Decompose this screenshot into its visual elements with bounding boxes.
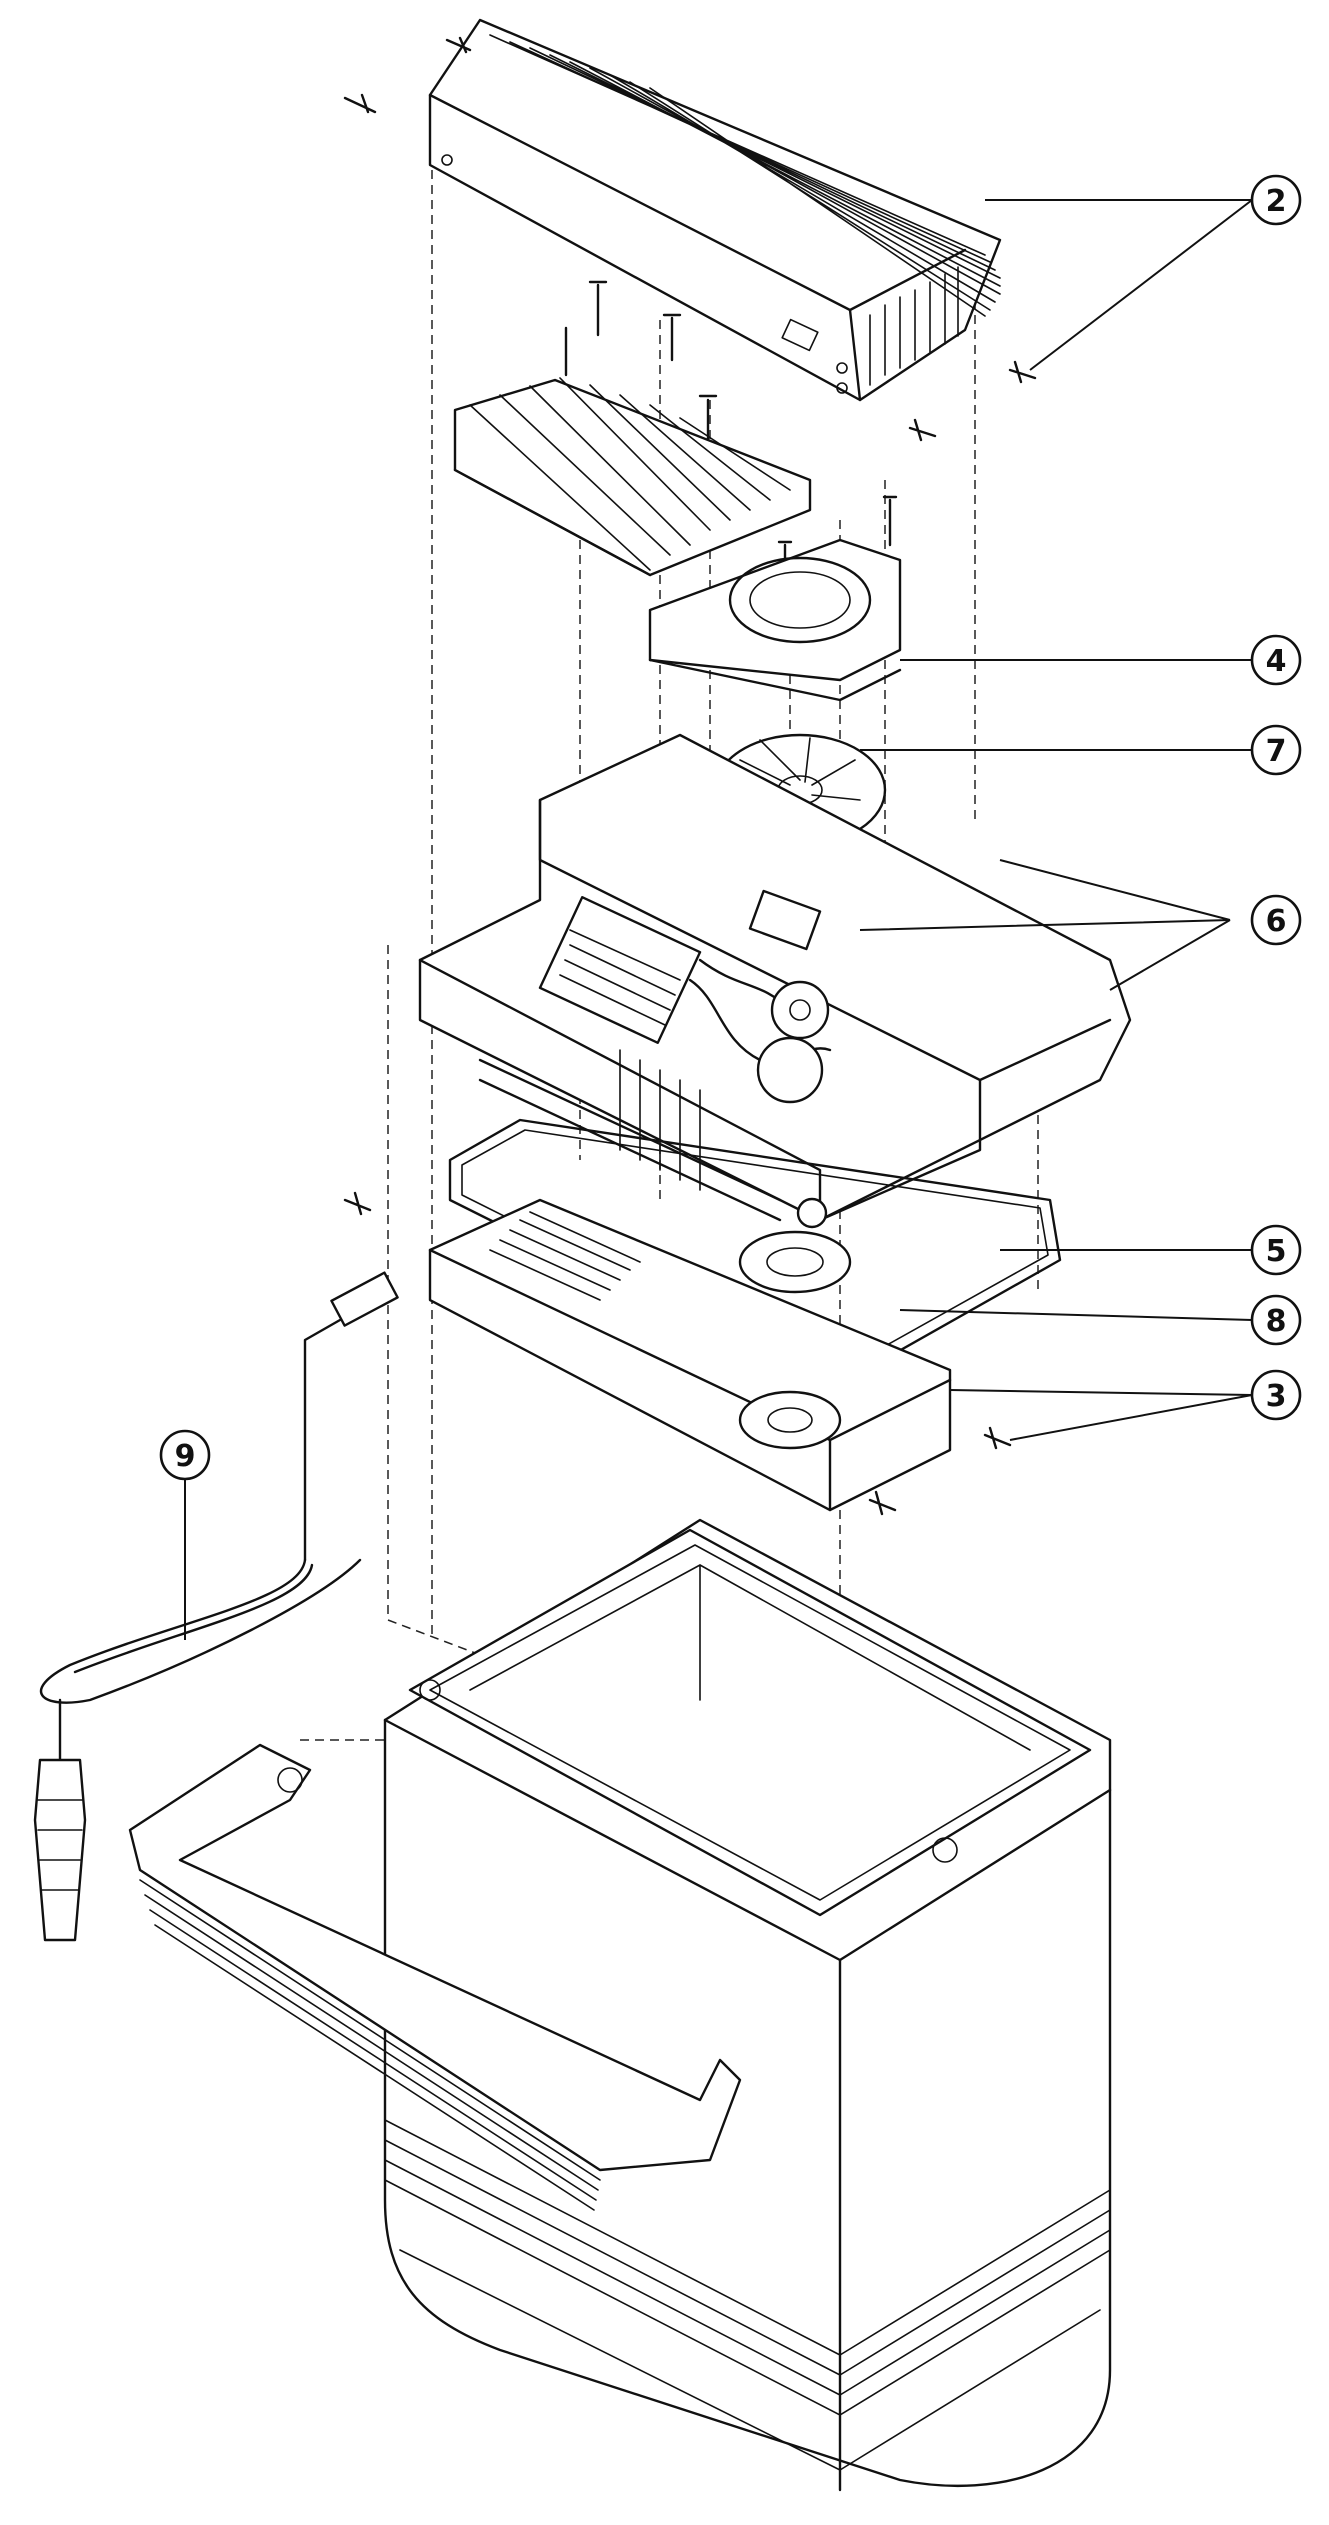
cooler-handle [128, 1743, 742, 2211]
callout-8: 8 [1250, 1294, 1302, 1346]
callout-8-label: 8 [1266, 1304, 1287, 1339]
callout-6-label: 6 [1266, 904, 1287, 939]
screws-top [343, 36, 1037, 587]
fan-ring [738, 1230, 852, 1294]
callout-2-label: 2 [1266, 184, 1287, 219]
callout-3-label: 3 [1266, 1379, 1287, 1414]
callout-6: 6 [1250, 894, 1302, 946]
callout-9-label: 9 [175, 1439, 196, 1474]
callout-7-label: 7 [1266, 734, 1287, 769]
inner-heatsink [453, 377, 812, 577]
base-tray [343, 1191, 1012, 1516]
callout-5: 5 [1250, 1224, 1302, 1276]
callout-4-label: 4 [1266, 644, 1287, 679]
chassis-assembly [418, 733, 1132, 1229]
power-cord-12v [33, 1271, 399, 1942]
leader-lines [184, 199, 1253, 1640]
fan-shroud [648, 538, 902, 702]
callout-3: 3 [1250, 1369, 1302, 1421]
top-cover-heatsink [428, 18, 1002, 402]
callout-5-label: 5 [1266, 1234, 1287, 1269]
callout-2: 2 [1250, 174, 1302, 226]
cooler-body [383, 1518, 1112, 2492]
gasket [448, 1118, 1062, 1392]
callout-4: 4 [1250, 634, 1302, 686]
callout-7: 7 [1250, 724, 1302, 776]
callout-9: 9 [159, 1429, 211, 1481]
